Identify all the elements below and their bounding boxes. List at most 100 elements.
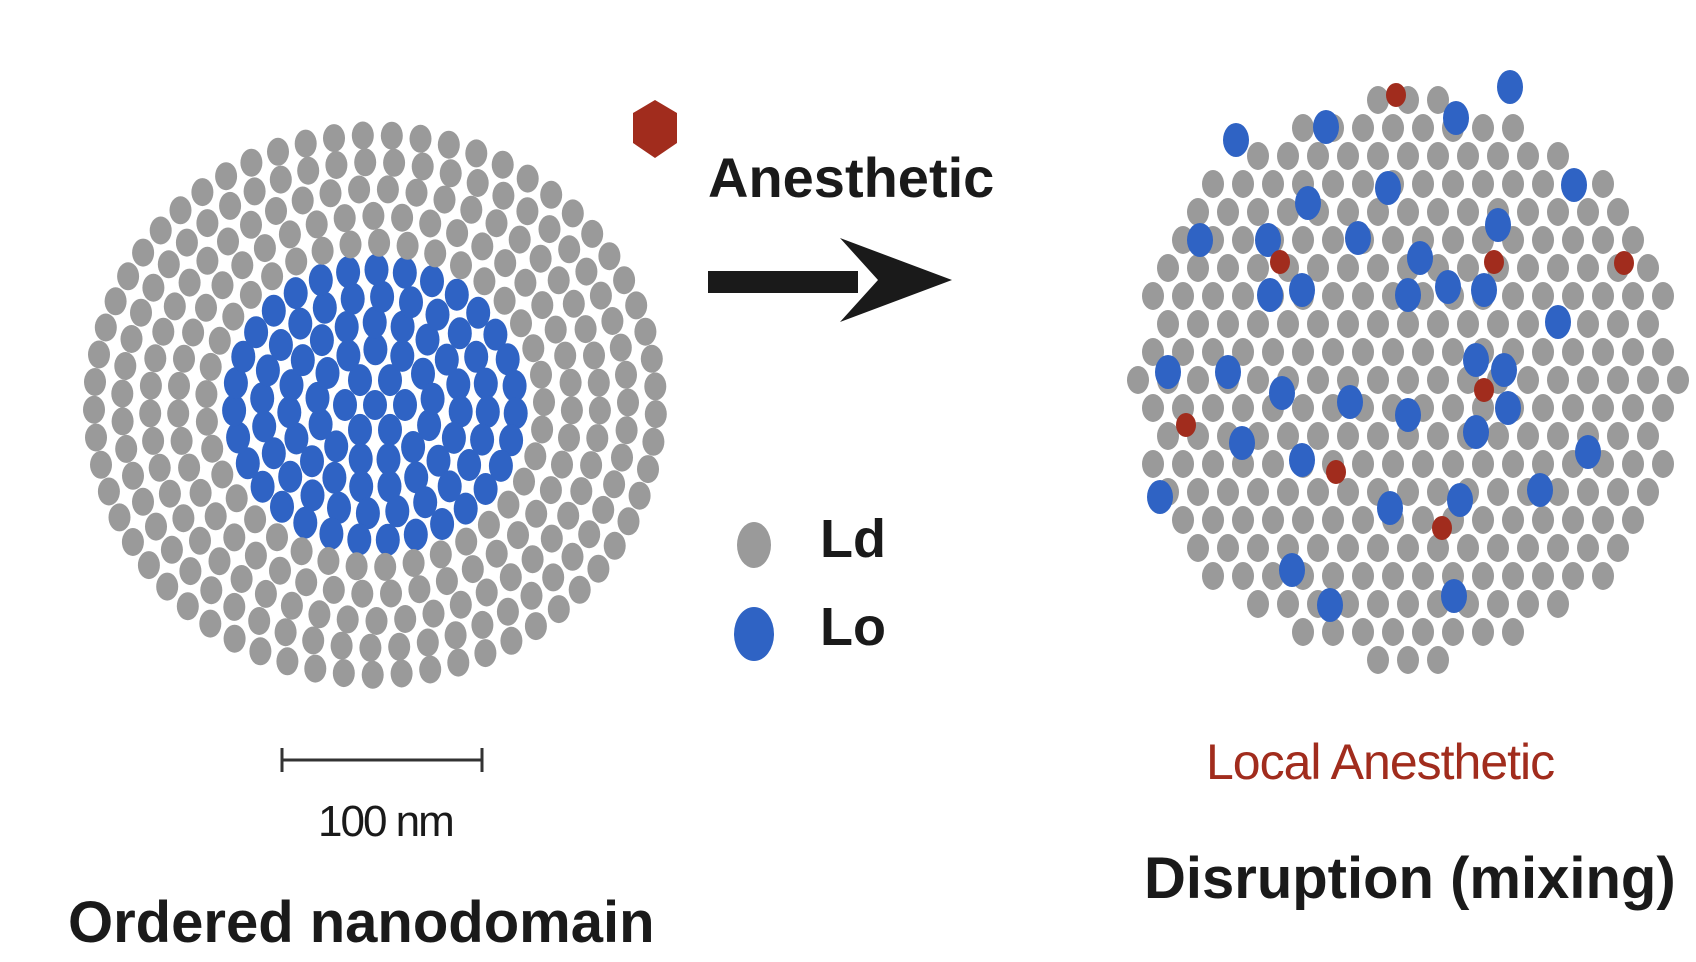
- lo-lipid: [1545, 305, 1571, 339]
- right-caption: Disruption (mixing): [1144, 846, 1676, 911]
- ld-lipid: [611, 443, 633, 472]
- ld-lipid: [615, 360, 637, 389]
- lo-lipid: [1229, 426, 1255, 460]
- ld-lipid: [311, 236, 334, 265]
- ld-lipid: [500, 626, 523, 655]
- ld-lipid: [152, 317, 175, 346]
- ld-lipid: [1397, 366, 1419, 394]
- ld-lipid: [368, 228, 391, 257]
- ld-lipid: [144, 344, 167, 373]
- lo-lipid: [470, 423, 495, 456]
- anesthetic-molecule: [1474, 378, 1494, 402]
- ld-lipid: [450, 251, 472, 280]
- lo-lipid: [437, 470, 462, 503]
- lo-lipid: [425, 298, 450, 331]
- lo-lipid: [334, 311, 359, 343]
- lo-lipid: [1377, 491, 1403, 525]
- ld-lipid: [539, 476, 562, 505]
- ld-lipid: [439, 159, 462, 188]
- lo-lipid: [448, 395, 473, 428]
- ld-lipid: [332, 659, 355, 688]
- ld-lipid: [215, 162, 238, 191]
- ld-lipid: [394, 605, 417, 633]
- ld-lipid: [176, 592, 199, 621]
- ld-lipid: [613, 266, 636, 295]
- ld-lipid: [1652, 394, 1674, 422]
- lo-lipid: [1289, 273, 1315, 307]
- ld-lipid: [1142, 282, 1164, 310]
- ld-lipid: [419, 209, 442, 238]
- ld-lipid: [189, 478, 212, 507]
- ld-lipid: [1157, 422, 1179, 450]
- ld-lipid: [156, 572, 179, 601]
- ld-lipid: [1202, 562, 1224, 590]
- lo-lipid: [1295, 186, 1321, 220]
- lo-lipid: [348, 413, 372, 446]
- ld-lipid: [522, 334, 545, 363]
- lo-lipid: [434, 343, 459, 376]
- ld-lipid: [170, 426, 193, 455]
- lo-lipid: [223, 367, 248, 400]
- ld-lipid: [111, 379, 134, 408]
- reaction-arrow: [708, 238, 952, 322]
- lo-lipid: [475, 395, 500, 428]
- ld-lipid: [581, 219, 604, 248]
- lo-lipid: [363, 333, 388, 366]
- ld-lipid: [1502, 618, 1524, 646]
- ld-lipid: [1487, 142, 1509, 170]
- ld-lipid: [422, 599, 445, 628]
- ld-lipid: [1157, 254, 1179, 282]
- ld-lipid: [525, 499, 548, 528]
- ld-lipid: [461, 555, 484, 584]
- ld-lipid: [1127, 366, 1149, 394]
- lo-lipid: [375, 523, 400, 556]
- ld-lipid: [1577, 254, 1599, 282]
- ld-lipid: [1457, 142, 1479, 170]
- ld-lipid: [1427, 310, 1449, 338]
- ld-lipid: [1562, 226, 1584, 254]
- lo-lipid: [340, 282, 365, 315]
- ld-lipid: [1577, 366, 1599, 394]
- ld-lipid: [494, 249, 517, 278]
- lo-lipid: [1491, 353, 1517, 387]
- ld-lipid: [497, 490, 520, 519]
- ld-lipid: [305, 210, 328, 239]
- lo-lipid: [1447, 483, 1473, 517]
- ld-lipid: [383, 148, 406, 177]
- ld-lipid: [1637, 310, 1659, 338]
- lo-lipid: [288, 307, 313, 340]
- lo-lipid: [308, 408, 333, 441]
- lo-lipid: [390, 310, 415, 343]
- ld-lipid: [508, 225, 531, 254]
- ld-lipid: [1202, 170, 1224, 198]
- ld-lipid: [1517, 366, 1539, 394]
- ld-lipid: [200, 576, 223, 605]
- ld-lipid: [447, 648, 470, 677]
- lo-lipid: [252, 410, 277, 443]
- ld-lipid: [433, 185, 456, 214]
- lo-lipid: [1527, 473, 1553, 507]
- ld-lipid: [1217, 310, 1239, 338]
- ld-lipid: [1367, 198, 1389, 226]
- ld-lipid: [130, 298, 152, 327]
- ld-lipid: [265, 197, 287, 225]
- ld-lipid: [644, 372, 667, 401]
- lo-lipid: [420, 382, 445, 415]
- ld-lipid: [1397, 310, 1419, 338]
- lo-lipid: [1561, 168, 1587, 202]
- ld-lipid: [1247, 310, 1269, 338]
- left-caption: Ordered nanodomain: [68, 890, 655, 955]
- ld-lipid: [640, 344, 663, 373]
- lo-lipid: [308, 264, 333, 297]
- lo-lipid: [300, 445, 324, 478]
- lo-lipid: [348, 443, 373, 475]
- ld-lipid: [1352, 170, 1374, 198]
- legend-ld-swatch-icon: [737, 522, 771, 568]
- lo-lipid: [222, 394, 247, 427]
- ld-lipid: [1442, 618, 1464, 646]
- lo-lipid: [250, 470, 275, 503]
- lo-lipid: [327, 491, 351, 524]
- ld-lipid: [1367, 646, 1389, 674]
- ld-lipid: [1427, 422, 1449, 450]
- ld-lipid: [278, 220, 301, 249]
